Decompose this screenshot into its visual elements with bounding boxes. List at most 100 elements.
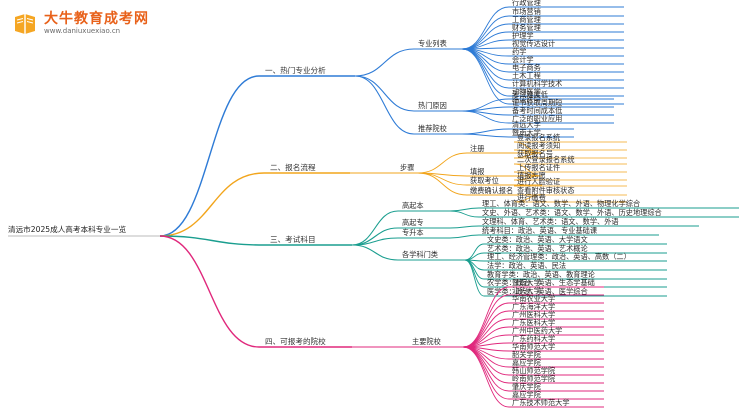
sub-leaf-label: 进行缴费 (517, 193, 546, 202)
branch-label: 二、报名流程 (270, 162, 316, 172)
group-connector (354, 75, 415, 112)
group-label: 专业列表 (418, 39, 447, 48)
leaf-label: 华南农业大学 (512, 294, 555, 303)
leaf-label: 暨南大学 (512, 278, 541, 287)
group-label: 推荐院校 (418, 124, 447, 133)
leaf-connector (464, 243, 485, 261)
leaf-label: 广东药科大学 (512, 334, 555, 343)
leaf-label: 计算机科学技术 (512, 79, 562, 88)
sub-leaf-label: 查看附件审核状态 (517, 186, 575, 195)
leaf-connector (449, 234, 480, 239)
leaf-connector (461, 48, 510, 89)
sub-leaf-label: 二次登录报名系统 (517, 155, 575, 164)
sub-leaf-label: 填报志愿 (517, 171, 546, 180)
sub-leaf-label: 进行人脸验证 (517, 177, 560, 186)
root-node-label: 清远市2025成人高考本科专业一览 (8, 224, 126, 234)
leaf-connector (449, 225, 480, 229)
leaf-label: 广泛的职业应用 (512, 114, 562, 123)
group-label: 热门原因 (418, 101, 447, 110)
group-label: 主要院校 (412, 337, 441, 346)
branch-label: 三、考试科目 (270, 234, 316, 244)
leaf-label: 艺术类：政治、英语、艺术概论 (487, 244, 588, 253)
leaf-connector (461, 133, 510, 138)
leaf-connector (462, 346, 510, 408)
leaf-label: 理工、体育类：语文、数学、外语、物理化学综合 (482, 199, 640, 208)
leaf-label: 教育学类：政治、英语、教育理论 (487, 270, 596, 279)
leaf-connector (449, 207, 480, 212)
group-connector (354, 48, 415, 77)
leaf-connector (462, 346, 510, 368)
leaf-connector (461, 48, 510, 105)
leaf-label: 统考科目：政治、英语、专业基础课 (482, 226, 597, 235)
leaf-label: 注册 (470, 144, 484, 153)
group-connector (351, 244, 399, 261)
leaf-label: 韩山师范学院 (512, 366, 555, 375)
leaf-label: 广东医科大学 (512, 318, 555, 327)
leaf-label: 广东技术师范大学 (512, 398, 570, 407)
leaf-label: 嘉应学院 (512, 390, 541, 399)
leaf-connector (461, 48, 510, 81)
leaf-label: 考试难度低 (512, 90, 548, 99)
group-label: 各学科门类 (402, 250, 438, 259)
leaf-label: 文史类：政治、英语、大学语文 (487, 235, 588, 244)
leaf-label: 医学类：政治、英语、医学综合 (487, 287, 588, 296)
branch-label: 四、可报考的院校 (265, 336, 326, 346)
group-connector (354, 75, 415, 135)
leaf-connector (417, 152, 468, 174)
leaf-label: 工商管理 (512, 15, 541, 24)
branch-connector (159, 172, 265, 237)
leaf-connector (461, 6, 510, 50)
group-label: 高起专 (402, 218, 424, 227)
branch-connector (159, 235, 265, 246)
leaf-label: 暨南大学 (512, 128, 541, 137)
leaf-label: 广州医科大学 (512, 310, 555, 319)
group-connector (351, 227, 399, 246)
group-label: 高起本 (402, 201, 424, 210)
leaf-label: 土木工程 (512, 71, 541, 80)
group-connector (351, 210, 399, 246)
leaf-label: 备考时间成本低 (512, 106, 562, 115)
book-logo-icon (15, 14, 35, 34)
leaf-connector (449, 210, 480, 218)
leaf-label: 获取考位 (470, 176, 499, 185)
leaf-label: 财务管理 (512, 23, 541, 32)
leaf-label: 韶关学院 (512, 350, 541, 359)
sub-leaf-label: 阅读报考须知 (517, 141, 560, 150)
leaf-label: 嘉应学院 (512, 358, 541, 367)
branch-label: 一、热门专业分析 (265, 65, 326, 75)
leaf-connector (417, 172, 468, 196)
leaf-label: 药学 (512, 47, 526, 56)
leaf-label: 市场营销 (512, 7, 541, 16)
group-label: 步骤 (400, 163, 414, 172)
leaf-label: 视觉传达设计 (512, 39, 555, 48)
leaf-label: 动物医学 (512, 87, 541, 96)
leaf-connector (462, 346, 510, 400)
leaf-label: 电子商务 (512, 63, 541, 72)
leaf-label: 广州中医药大学 (512, 326, 562, 335)
leaf-label: 填报 (470, 167, 484, 176)
leaf-label: 农学类：政治、英语、生态学基础 (487, 278, 595, 287)
sub-leaf-label: 获取报名号 (517, 149, 553, 158)
logo-url: www.daniuxuexiao.cn (44, 27, 121, 35)
branch-connector (159, 75, 260, 237)
leaf-connector (462, 346, 510, 392)
leaf-label: 肇庆学院 (512, 382, 541, 391)
leaf-label: 缴费确认报名 (470, 186, 513, 195)
leaf-label: 广东海洋大学 (512, 302, 555, 311)
leaf-label: 行政管理 (512, 0, 541, 7)
leaf-label: 华南师范大学 (512, 342, 555, 351)
logo: 大牛教育成考网 www.daniuxuexiao.cn (4, 4, 204, 44)
leaf-connector (461, 110, 510, 124)
leaf-label: 证书获取周期短 (512, 98, 562, 107)
leaf-label: 法学：政治、英语、民法 (487, 261, 566, 270)
leaf-label: 临床医学 (512, 95, 541, 104)
leaf-connector (464, 259, 485, 297)
leaf-label: 清远大学 (512, 120, 541, 129)
group-label: 专升本 (402, 228, 424, 237)
leaf-connector (462, 302, 510, 348)
leaf-connector (461, 106, 510, 112)
sub-leaf-label: 登录报名系统 (517, 133, 560, 142)
sub-leaf-label: 上传报名证件 (517, 163, 560, 172)
leaf-label: 文理科、体育、艺术类：语文、数学、外语 (482, 217, 619, 226)
